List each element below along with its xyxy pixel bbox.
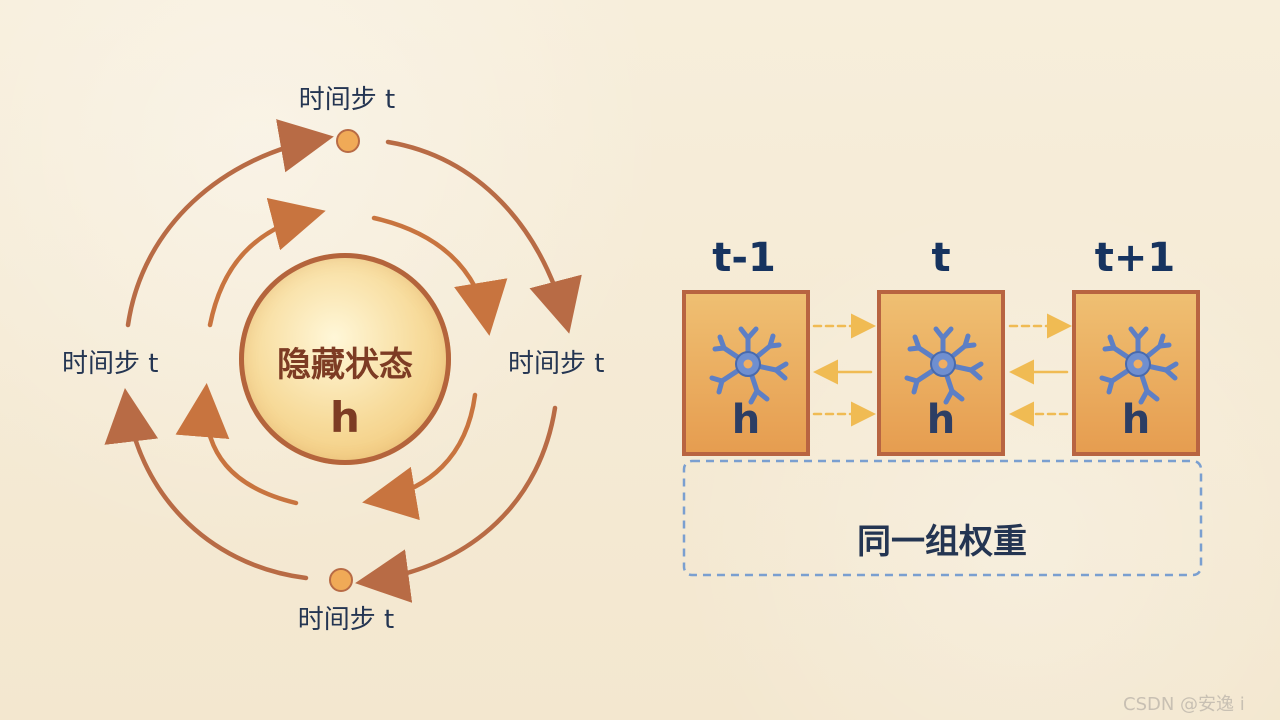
sequence-node-middle: h [877,290,1005,456]
sequence-node-right-symbol: h [1121,397,1151,443]
cycle-label-bottom: 时间步 t [297,605,395,635]
hidden-state-core: 隐藏状态 h [239,253,451,465]
cycle-label-left: 时间步 t [62,349,159,379]
time-dot-top-icon [336,129,360,153]
sequence-node-left: h [682,290,810,456]
neuron-icon [904,326,984,405]
cycle-arrows-inner [175,197,508,521]
neuron-icon [1099,326,1179,405]
inner-arrow-bottom-left [175,383,299,506]
hidden-state-title: 隐藏状态 [277,345,413,385]
inner-arrow-top-right [371,215,508,336]
outer-arrow-bottom-left [104,388,309,581]
outer-arrow-bottom-right [355,405,558,603]
time-heading-left: t-1 [712,235,776,281]
shared-weights-label: 同一组权重 [857,522,1027,562]
time-heading-right: t+1 [1094,235,1176,281]
outer-arrow-top-right [385,139,582,334]
cycle-arrows-outer [104,119,582,603]
sequence-connectors [812,313,1072,427]
neuron-icon [709,326,789,405]
time-heading-middle: t [931,235,951,281]
sequence-node-right: h [1072,290,1200,456]
hidden-state-symbol: h [330,393,360,442]
inner-arrow-bottom-right [362,392,478,521]
time-dot-bottom-icon [329,568,353,592]
watermark: CSDN @安逸 i [1123,694,1245,715]
shared-weights-box [682,459,1203,577]
outer-arrow-top-left [125,119,334,328]
sequence-node-left-symbol: h [731,397,761,443]
cycle-label-right: 时间步 t [508,349,605,379]
cycle-label-top: 时间步 t [298,85,396,115]
sequence-node-middle-symbol: h [926,397,956,443]
inner-arrow-top-left [207,197,326,328]
